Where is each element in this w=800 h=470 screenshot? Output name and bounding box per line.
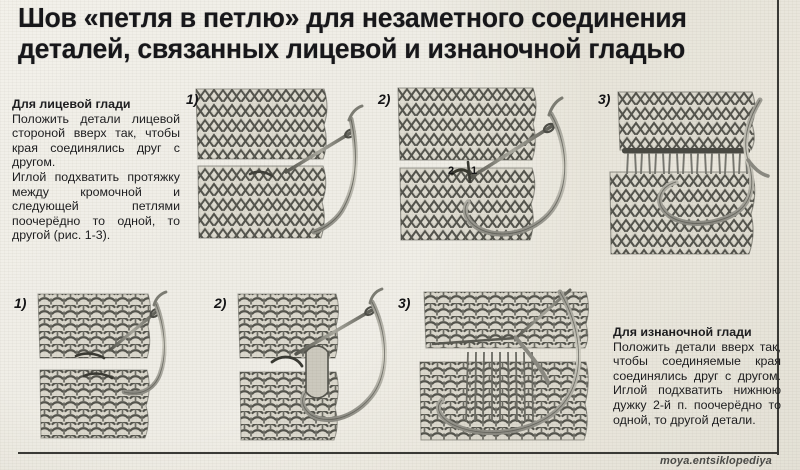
figure-number-top-2: 2) xyxy=(377,91,391,107)
text-block-purl-side: Для изнаночной глади Положить детали вве… xyxy=(613,325,781,427)
figure-top-2 xyxy=(397,87,568,241)
figure-bottom-1 xyxy=(37,290,168,439)
figure-number-bottom-2: 2) xyxy=(213,295,227,311)
text-block-face-side: Для лицевой глади Положить детали лицево… xyxy=(12,97,180,243)
figure-bottom-2 xyxy=(237,287,388,441)
figure-row-bottom: 1) 2) xyxy=(14,287,589,441)
figure-label-top-2-b: 1 xyxy=(471,165,477,177)
figure-number-top-3: 3) xyxy=(598,91,611,107)
figure-row-top: 1) 2) 2 1 xyxy=(186,87,770,255)
figure-top-1 xyxy=(195,88,364,239)
figure-top-3 xyxy=(609,91,770,255)
figure-number-bottom-1: 1) xyxy=(14,295,27,311)
figure-bottom-3 xyxy=(419,288,589,441)
figure-number-top-1: 1) xyxy=(186,91,199,107)
frame-rule-bottom xyxy=(18,452,778,454)
heading-face-side: Для лицевой глади xyxy=(12,97,131,111)
paragraph-purl-1: Положить детали вверх так, чтобы соединя… xyxy=(613,339,781,427)
figure-number-bottom-3: 3) xyxy=(398,295,411,311)
frame-rule-right xyxy=(777,0,779,455)
figure-label-top-2-a: 2 xyxy=(448,165,454,177)
watermark: moya.entsiklopediya xyxy=(659,455,772,467)
page-title: Шов «петля в петлю» для незаметного соед… xyxy=(18,2,687,64)
paragraph-face-2: Иглой подхватить протяжку между кромочно… xyxy=(12,169,180,243)
heading-purl-side: Для изнаночной глади xyxy=(613,325,752,339)
paragraph-face-1: Положить детали лицевой стороной вверх т… xyxy=(12,111,180,170)
